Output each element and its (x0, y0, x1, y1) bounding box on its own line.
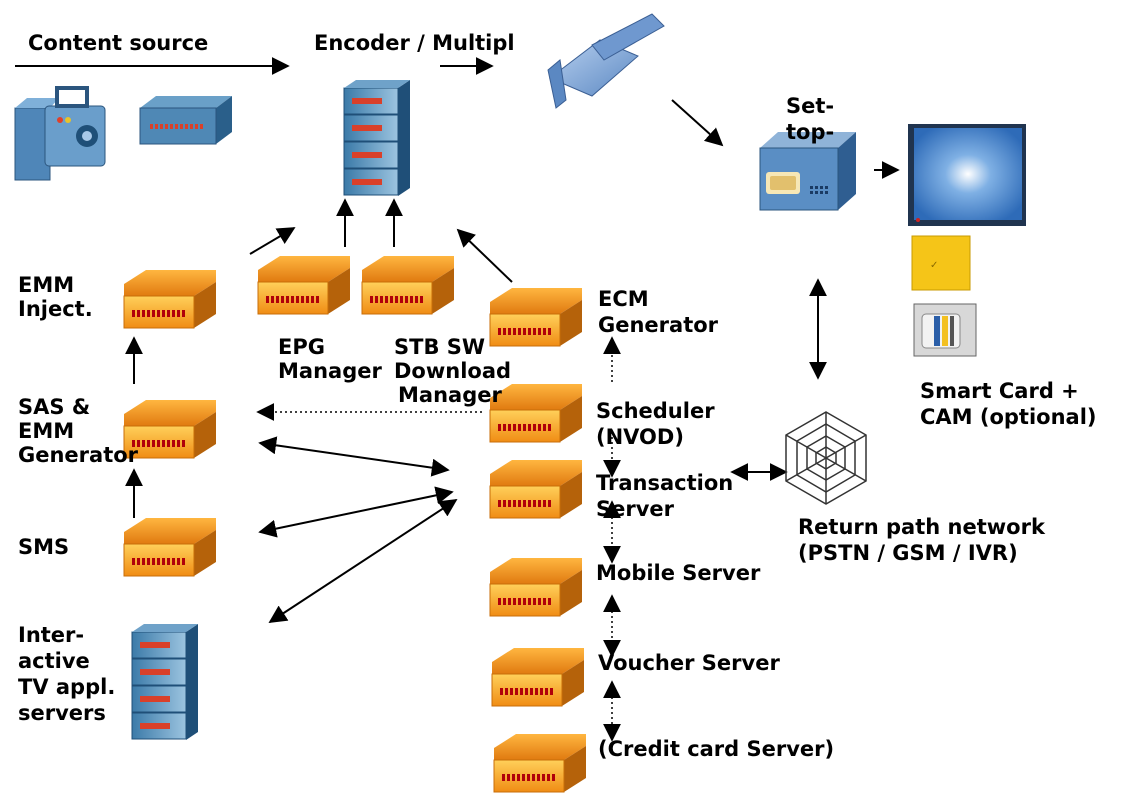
credit-card-server-box-icon (493, 733, 587, 793)
label-smart-card: Smart Card + CAM (optional) (920, 379, 1097, 429)
arrow-interactive-transaction (268, 499, 458, 623)
ecm-generator-box-icon (489, 287, 583, 347)
label-sas: SAS & EMM Generator (18, 395, 139, 467)
label-return-path: Return path network (PSTN / GSM / IVR) (798, 515, 1052, 565)
arrow-satellite-to-settop (671, 99, 724, 147)
label-credit-card-server: (Credit card Server) (598, 737, 834, 761)
tv-icon (908, 124, 1026, 226)
label-epg-manager: EPG Manager (278, 335, 382, 383)
arrow-sas-transaction (258, 436, 450, 477)
encoder-server-icon (343, 79, 411, 197)
satellite-icon (547, 13, 665, 109)
arrow-ecm-to-encoder (456, 228, 513, 283)
set-top-box-icon (759, 132, 856, 211)
label-transaction: Transaction Server (596, 471, 741, 521)
sms-box-icon (123, 517, 217, 577)
labels: Content source Encoder / Multipl Set- to… (18, 31, 1097, 761)
svg-text:✓: ✓ (930, 260, 938, 271)
emm-injector-box-icon (123, 269, 217, 329)
cam-module-icon (913, 303, 977, 357)
label-settop: Set- top- (786, 94, 841, 144)
label-content-source: Content source (28, 31, 208, 55)
connection-arrows (15, 57, 900, 623)
label-sms: SMS (18, 535, 69, 559)
label-interactive: Inter- active TV appl. servers (18, 623, 123, 725)
label-mobile-server: Mobile Server (596, 561, 761, 585)
label-emm-inject: EMM Inject. (18, 273, 93, 321)
label-voucher-server: Voucher Server (598, 651, 780, 675)
voucher-server-box-icon (491, 647, 585, 707)
smart-card-icon: ✓ (911, 235, 971, 291)
content-device-icon (139, 96, 232, 145)
arrow-sms-transaction (258, 486, 454, 538)
stb-sw-download-box-icon (361, 255, 455, 315)
scheduler-box-icon (489, 383, 583, 443)
interactive-tv-server-icon (131, 623, 199, 741)
transaction-server-box-icon (489, 459, 583, 519)
camera-icon (14, 86, 106, 181)
epg-manager-box-icon (257, 255, 351, 315)
mobile-server-box-icon (489, 557, 583, 617)
label-scheduler: Scheduler (NVOD) (596, 399, 722, 449)
label-ecm-generator: ECM Generator (598, 287, 719, 337)
return-path-network-icon (785, 411, 867, 505)
arrow-emm-to-encoder (249, 227, 296, 255)
label-encoder: Encoder / Multipl (314, 31, 515, 55)
dotted-arrows (256, 336, 621, 742)
label-stb-sw: STB SW Download Manager (394, 335, 518, 407)
